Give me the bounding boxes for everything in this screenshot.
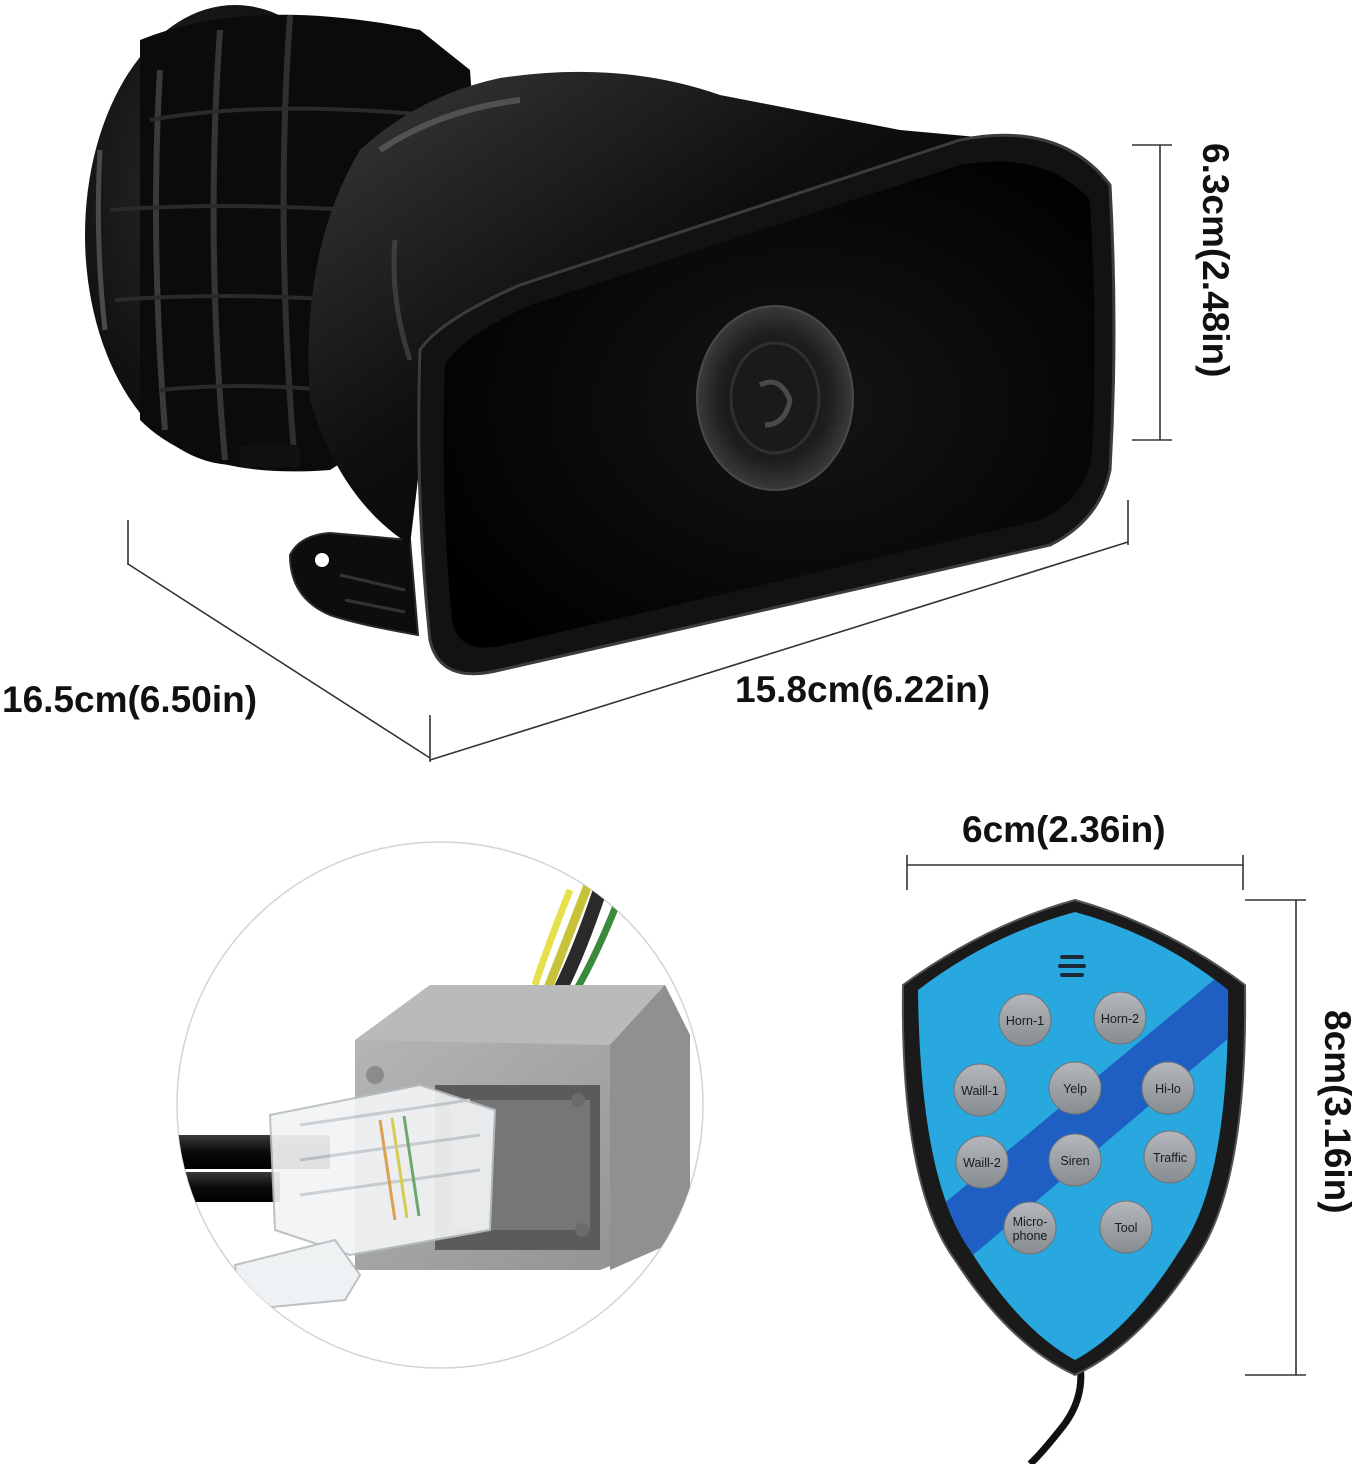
- button-waill-1[interactable]: Waill-1: [953, 1063, 1007, 1117]
- button-label: Yelp: [1063, 1082, 1087, 1096]
- button-label: Horn-2: [1101, 1012, 1139, 1026]
- button-hi-lo[interactable]: Hi-lo: [1141, 1061, 1195, 1115]
- button-yelp[interactable]: Yelp: [1048, 1061, 1102, 1115]
- button-traffic[interactable]: Traffic: [1143, 1130, 1197, 1184]
- bracket-hole: [315, 553, 329, 567]
- horn-height-label: 6.3cm(2.48in): [1195, 143, 1236, 377]
- button-label: phone: [1013, 1229, 1048, 1243]
- button-label: Waill-2: [963, 1156, 1001, 1170]
- horn-width-label: 15.8cm(6.22in): [735, 669, 990, 710]
- button-label: Waill-1: [961, 1084, 999, 1098]
- button-tool[interactable]: Tool: [1099, 1200, 1153, 1254]
- button-label: Traffic: [1153, 1151, 1187, 1165]
- rj-plug: [233, 1083, 497, 1312]
- horn-depth-label: 16.5cm(6.50in): [2, 679, 257, 720]
- button-waill-2[interactable]: Waill-2: [955, 1135, 1009, 1189]
- button-label: Micro-: [1013, 1215, 1048, 1229]
- remote-control: Horn-1 Horn-2 Waill-1 Yelp Hi-lo Waill-2…: [901, 898, 1247, 1377]
- horn-dimension-lines: [127, 144, 1172, 762]
- button-label: Horn-1: [1006, 1014, 1044, 1028]
- button-microphone[interactable]: Micro- phone: [1003, 1201, 1057, 1255]
- button-label: Siren: [1060, 1154, 1089, 1168]
- horn-speaker: [85, 5, 1116, 676]
- remote-stripe: [918, 950, 1229, 1300]
- connector-detail: [176, 841, 704, 1369]
- remote-dimension-lines: [906, 855, 1306, 1376]
- button-horn-2[interactable]: Horn-2: [1093, 991, 1147, 1045]
- remote-height-label: 8cm(3.16in): [1317, 1010, 1358, 1214]
- button-siren[interactable]: Siren: [1048, 1133, 1102, 1187]
- mounting-bracket: [288, 531, 420, 637]
- button-label: Tool: [1115, 1221, 1138, 1235]
- remote-width-label: 6cm(2.36in): [962, 809, 1166, 850]
- button-horn-1[interactable]: Horn-1: [998, 993, 1052, 1047]
- button-label: Hi-lo: [1155, 1082, 1181, 1096]
